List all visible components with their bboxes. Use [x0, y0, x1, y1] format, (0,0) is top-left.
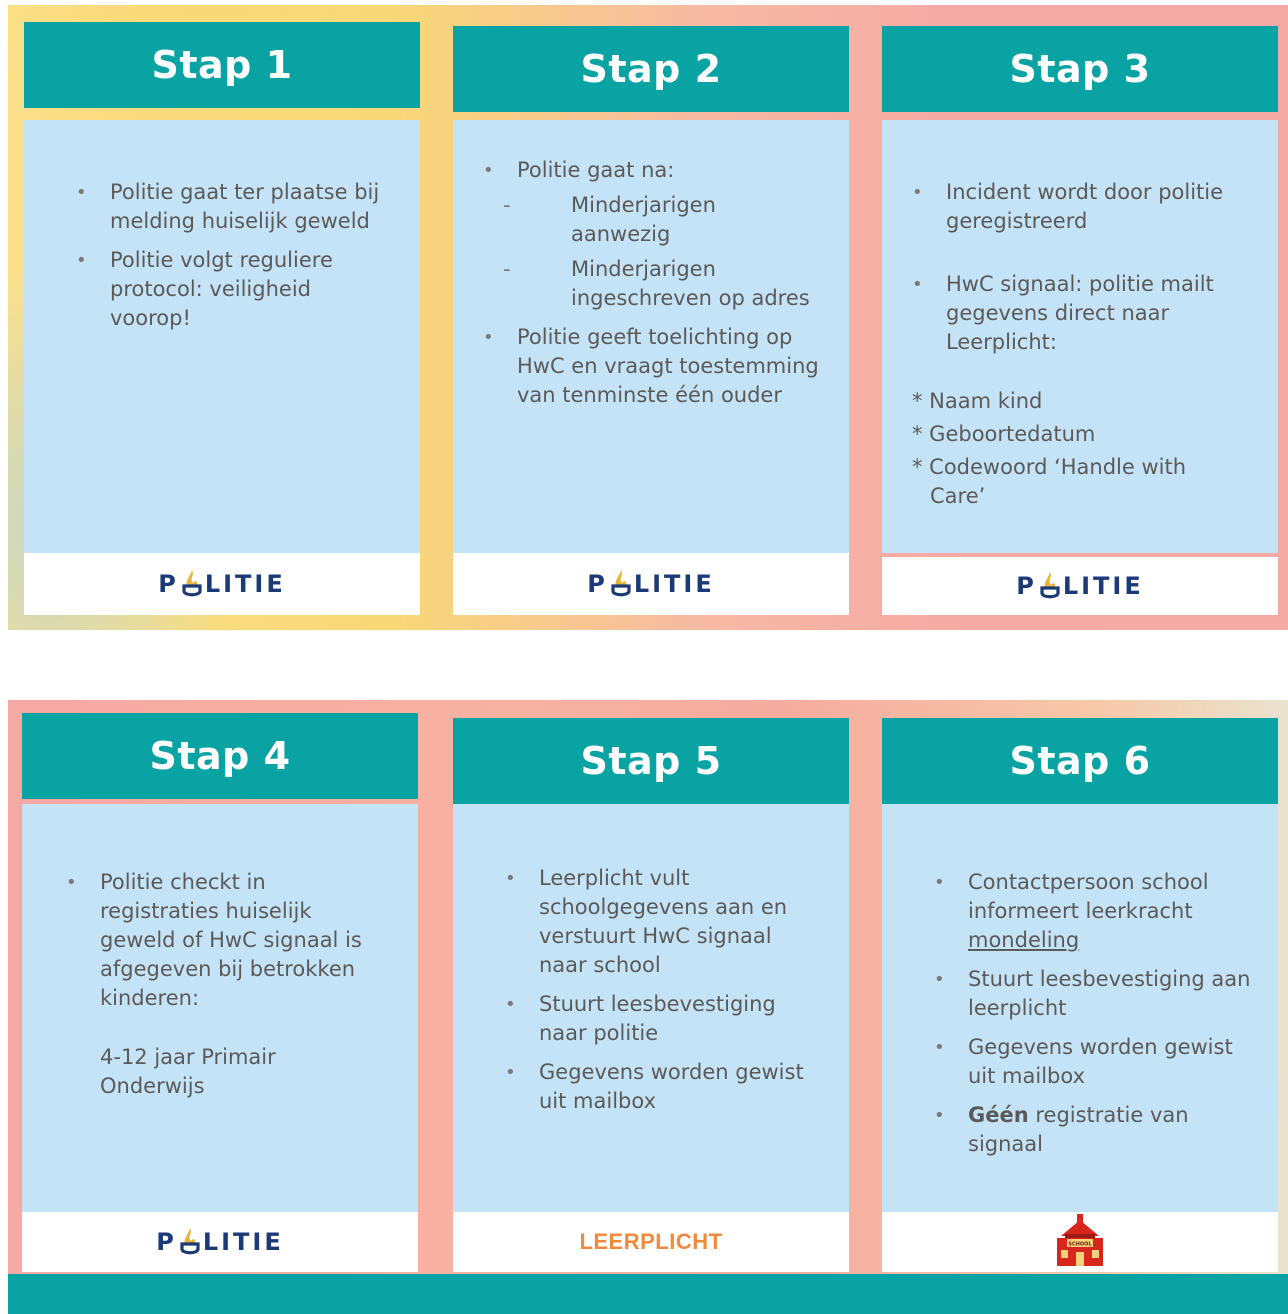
- step-3-card: Stap 3 Incident wordt door politie gereg…: [882, 5, 1278, 615]
- flame-icon: [609, 569, 633, 599]
- step-6-bullet-text: registratie van signaal: [968, 1103, 1189, 1156]
- politie-logo-litie: LITIE: [202, 1228, 284, 1256]
- step-6-bullet: Gegevens worden gewist uit mailbox: [934, 1033, 1252, 1091]
- step-6-underlined-word: mondeling: [968, 928, 1080, 952]
- politie-logo-litie: LITIE: [633, 570, 715, 598]
- step-3-title: Stap 3: [882, 26, 1278, 112]
- step-4-body: Politie checkt in registraties huiselijk…: [22, 804, 418, 1212]
- step-4-title: Stap 4: [22, 713, 418, 799]
- step-6-body: Contactpersoon school informeert leerkra…: [882, 804, 1278, 1212]
- step-2-bullet-text: Politie gaat na:: [517, 158, 675, 182]
- politie-logo: P LITIE: [158, 569, 286, 599]
- leerplicht-logo: LEERPLICHT: [579, 1229, 723, 1254]
- step-1-bullet: Politie volgt reguliere protocol: veilig…: [76, 246, 390, 333]
- step-6-bold-word: Géén: [968, 1103, 1029, 1127]
- politie-logo-litie: LITIE: [204, 570, 286, 598]
- step-5-card: Stap 5 Leerplicht vult schoolgegevens aa…: [453, 700, 849, 1272]
- step-4-card: Stap 4 Politie checkt in registraties hu…: [22, 700, 418, 1272]
- politie-logo-litie: LITIE: [1062, 572, 1144, 600]
- step-1-body: Politie gaat ter plaatse bij melding hui…: [24, 120, 420, 553]
- politie-logo-p: P: [156, 1228, 177, 1256]
- step-2-body: Politie gaat na: Minderjarigen aanwezig …: [453, 120, 849, 553]
- step-3-star-item: * Geboortedatum: [912, 422, 1096, 446]
- politie-logo: P LITIE: [587, 569, 715, 599]
- step-6-card: Stap 6 Contactpersoon school informeert …: [882, 700, 1278, 1272]
- flame-icon: [1038, 571, 1062, 601]
- top-panel: Stap 1 Politie gaat ter plaatse bij meld…: [8, 5, 1288, 630]
- step-6-bullet: Géén registratie van signaal: [934, 1101, 1252, 1159]
- step-2-bullet: Politie geeft toelichting op HwC en vraa…: [483, 323, 819, 410]
- bottom-bar: [8, 1274, 1288, 1314]
- step-6-title: Stap 6: [882, 718, 1278, 804]
- step-5-body: Leerplicht vult schoolgegevens aan en ve…: [453, 804, 849, 1212]
- step-1-title: Stap 1: [24, 22, 420, 108]
- step-3-star-item: * Naam kind: [912, 389, 1043, 413]
- step-6-bullet-text: Contactpersoon school informeert leerkra…: [968, 870, 1209, 923]
- step-5-bullet: Gegevens worden gewist uit mailbox: [505, 1058, 809, 1116]
- step-6-footer: SCHOOL: [882, 1212, 1278, 1272]
- step-3-footer: P LITIE: [882, 557, 1278, 615]
- step-6-bullet: Contactpersoon school informeert leerkra…: [934, 868, 1252, 955]
- step-2-bullet: Politie gaat na: Minderjarigen aanwezig …: [483, 156, 819, 313]
- step-2-subitem: Minderjarigen ingeschreven op adres: [483, 255, 819, 313]
- politie-logo: P LITIE: [1016, 571, 1144, 601]
- step-1-footer: P LITIE: [24, 553, 420, 615]
- flame-icon: [180, 569, 204, 599]
- step-1-bullet: Politie gaat ter plaatse bij melding hui…: [76, 178, 390, 236]
- school-sign-text: SCHOOL: [1068, 1242, 1092, 1248]
- step-3-star-item: * Codewoord ‘Handle with Care’: [912, 455, 1187, 508]
- politie-logo-p: P: [158, 570, 179, 598]
- bottom-panel: Stap 4 Politie checkt in registraties hu…: [8, 700, 1288, 1314]
- step-5-bullet: Stuurt leesbevestiging naar politie: [505, 990, 809, 1048]
- step-5-footer: LEERPLICHT: [453, 1212, 849, 1272]
- step-3-body: Incident wordt door politie geregistreer…: [882, 120, 1278, 553]
- step-4-bullet: Politie checkt in registraties huiselijk…: [66, 868, 388, 1013]
- step-2-card: Stap 2 Politie gaat na: Minderjarigen aa…: [453, 5, 849, 615]
- step-2-footer: P LITIE: [453, 553, 849, 615]
- politie-logo-p: P: [1016, 572, 1037, 600]
- step-1-card: Stap 1 Politie gaat ter plaatse bij meld…: [24, 5, 420, 615]
- step-5-title: Stap 5: [453, 718, 849, 804]
- politie-logo-p: P: [587, 570, 608, 598]
- step-5-bullet: Leerplicht vult schoolgegevens aan en ve…: [505, 864, 809, 980]
- step-3-bullet: Incident wordt door politie geregistreer…: [912, 178, 1258, 236]
- school-house-icon: SCHOOL: [1053, 1212, 1107, 1272]
- flame-icon: [178, 1227, 202, 1257]
- step-3-bullet: HwC signaal: politie mailt gegevens dire…: [912, 270, 1258, 357]
- step-2-subitem: Minderjarigen aanwezig: [483, 191, 819, 249]
- politie-logo: P LITIE: [156, 1227, 284, 1257]
- step-4-note: 4-12 jaar Primair Onderwijs: [100, 1045, 276, 1098]
- step-4-footer: P LITIE: [22, 1212, 418, 1272]
- step-6-bullet: Stuurt leesbevestiging aan leerplicht: [934, 965, 1252, 1023]
- step-2-title: Stap 2: [453, 26, 849, 112]
